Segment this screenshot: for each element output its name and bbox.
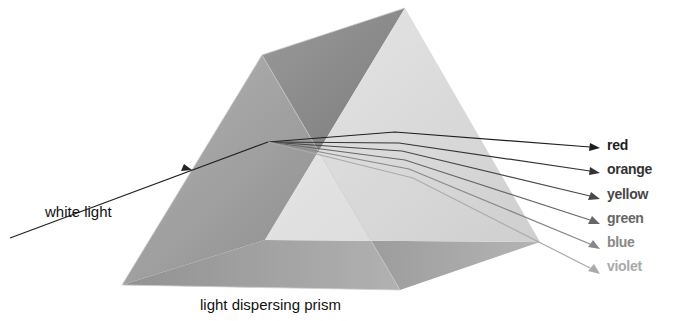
orange-ray <box>268 142 590 171</box>
ray-arrowheads <box>588 143 600 274</box>
prism-label: light dispersing prism <box>200 297 341 314</box>
color-label: orange <box>607 162 652 177</box>
color-label: violet <box>607 259 642 274</box>
color-label: yellow <box>607 187 648 202</box>
prism-ridge <box>262 8 405 55</box>
ray-arrowhead <box>588 192 600 200</box>
ray-arrowhead <box>589 167 600 175</box>
yellow-ray <box>268 142 590 196</box>
color-label: red <box>607 138 628 153</box>
ray-arrowhead <box>181 164 192 171</box>
ray-label: white light <box>45 204 112 221</box>
prism-back-face <box>122 55 400 290</box>
white-light-ray <box>10 142 268 238</box>
ray-arrowhead <box>588 240 600 249</box>
dispersed-rays <box>268 132 590 268</box>
ray-arrowhead <box>588 264 600 274</box>
ray-arrowhead <box>589 143 600 151</box>
ray-arrowhead <box>588 216 600 224</box>
violet-ray <box>268 142 590 268</box>
color-label: blue <box>607 235 635 250</box>
blue-ray <box>268 142 590 244</box>
color-label: green <box>607 211 644 226</box>
